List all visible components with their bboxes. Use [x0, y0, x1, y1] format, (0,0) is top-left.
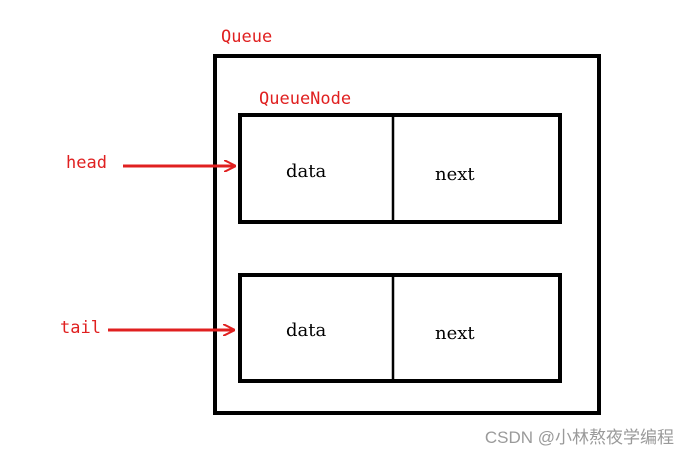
queue-node-tail: data next — [238, 273, 562, 383]
head-pointer-label: head — [66, 153, 107, 173]
tail-pointer-label: tail — [60, 318, 101, 338]
node-data-field: data — [286, 161, 326, 182]
node-data-field: data — [286, 320, 326, 341]
queue-label: Queue — [221, 27, 272, 47]
watermark-text: CSDN @小林熬夜学编程 — [485, 427, 674, 447]
queue-node-head: data next — [238, 113, 562, 224]
node-next-field: next — [435, 323, 475, 344]
node-box — [238, 113, 562, 224]
queue-node-label: QueueNode — [259, 89, 351, 109]
node-box — [238, 273, 562, 383]
queue-container — [213, 54, 601, 415]
node-next-field: next — [435, 164, 475, 185]
